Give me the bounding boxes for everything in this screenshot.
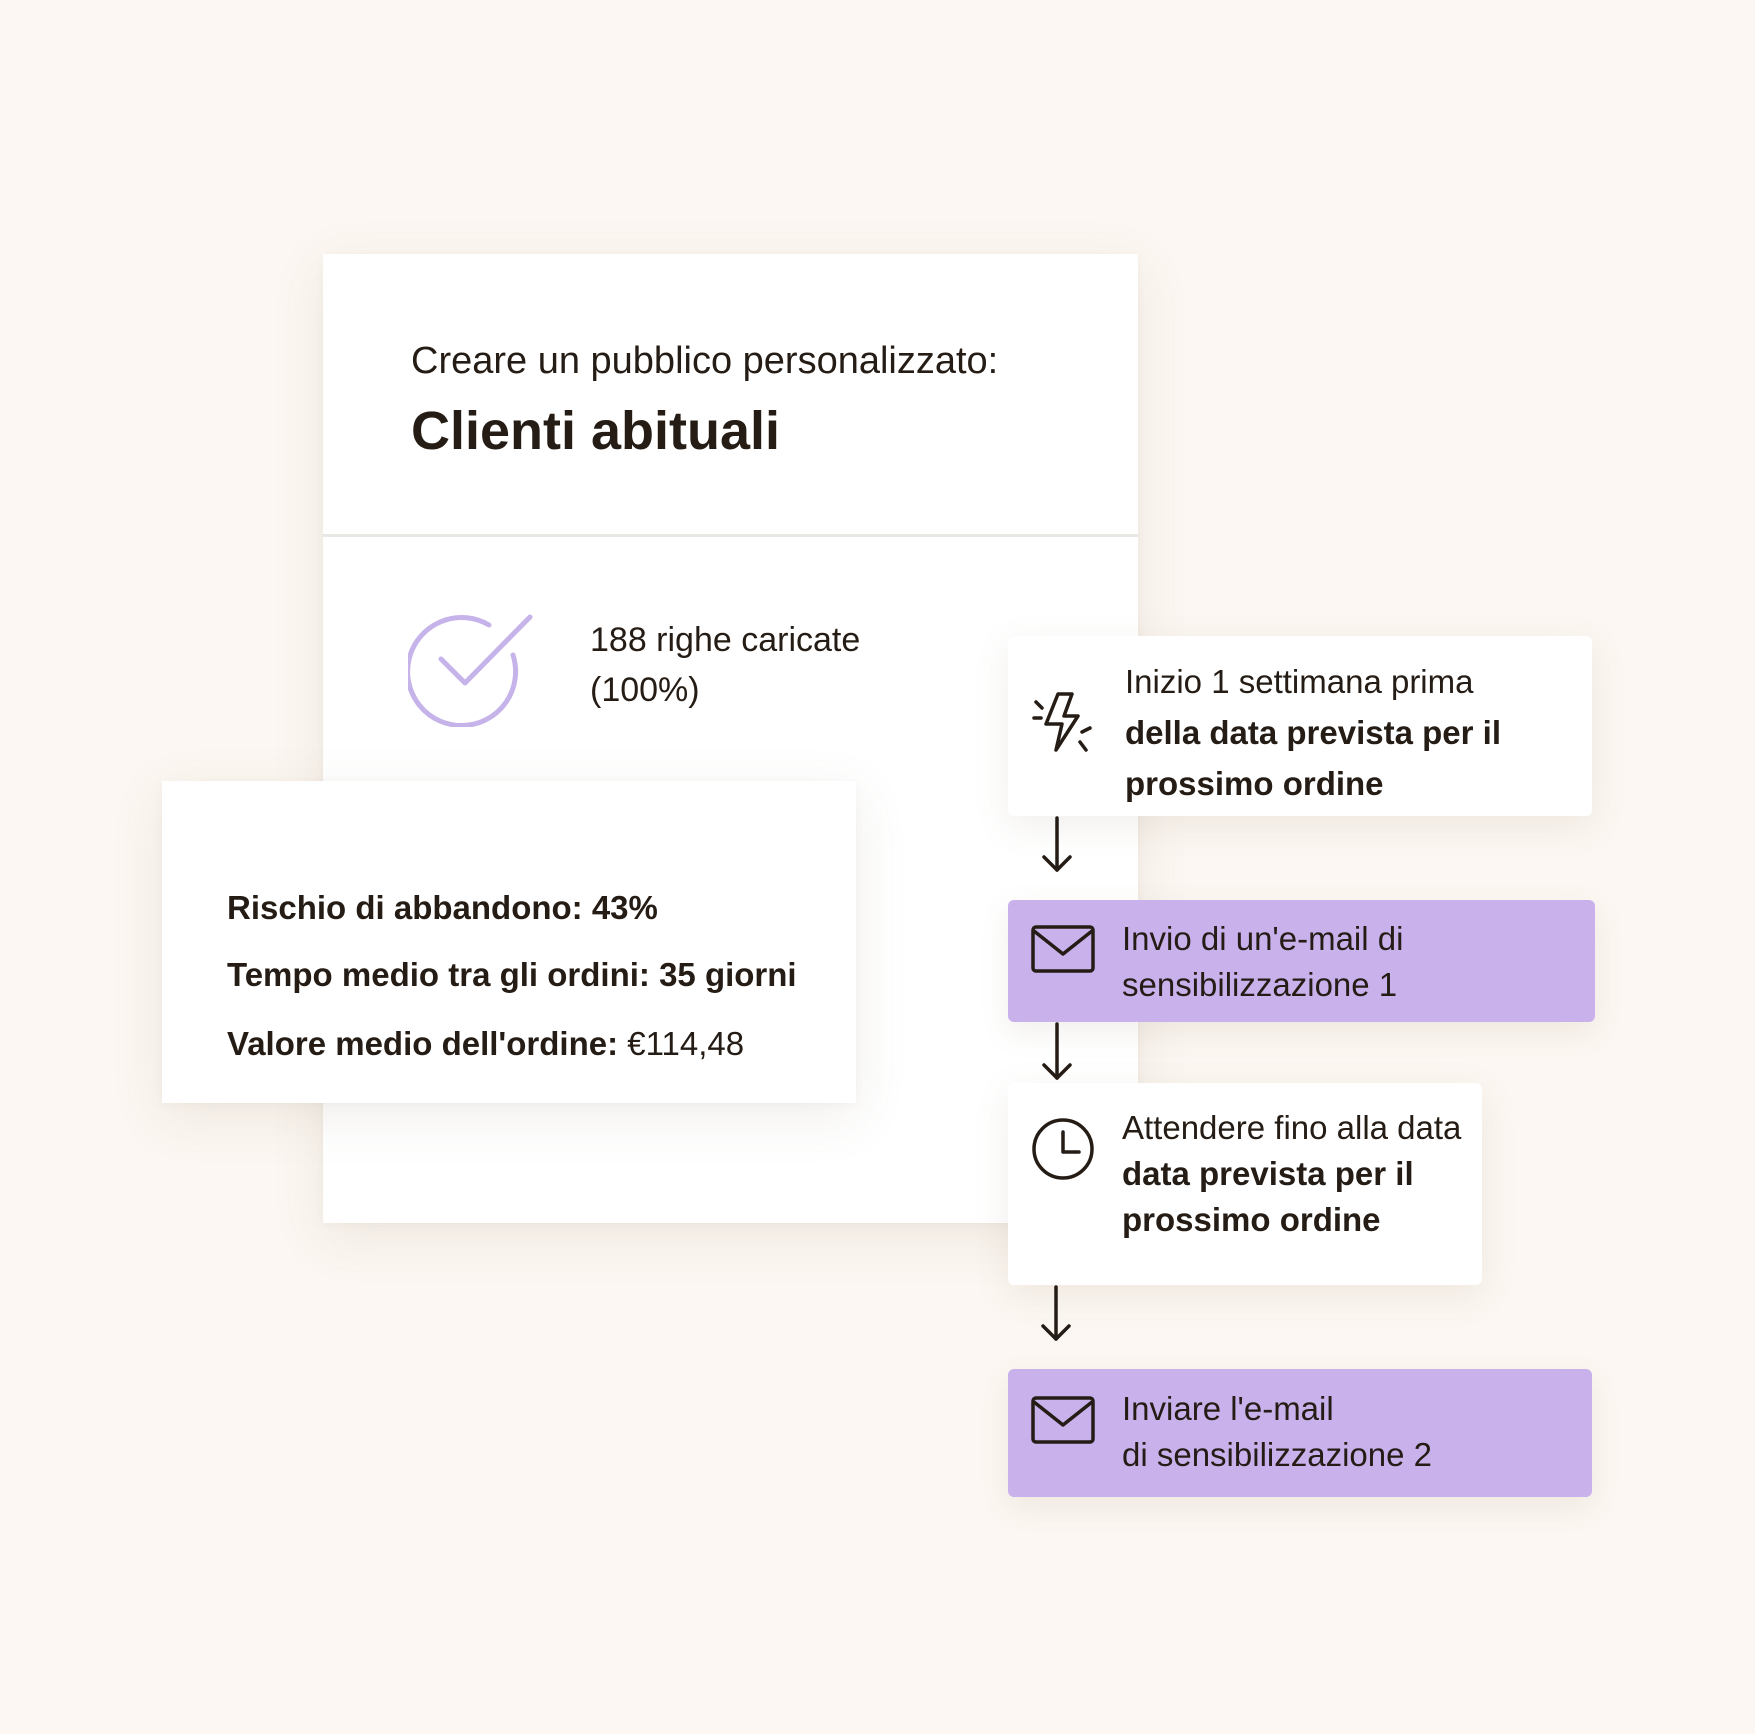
arrow-down-icon (1040, 1022, 1074, 1087)
email2-line2: di sensibilizzazione 2 (1122, 1436, 1433, 1473)
upload-status: 188 righe caricate (100%) (590, 615, 860, 715)
stat-value: €114,48 (627, 1025, 745, 1062)
trigger-text: Inizio 1 settimana prima della data prev… (1125, 656, 1501, 809)
upload-rows: 188 righe caricate (590, 621, 861, 659)
stat-avg-time: Tempo medio tra gli ordini: 35 giorni (227, 956, 797, 994)
stat-churn-risk: Rischio di abbandono: 43% (227, 889, 658, 927)
check-circle-icon (405, 601, 538, 732)
flow-step-email-2[interactable]: Inviare l'e-mail di sensibilizzazione 2 (1008, 1369, 1592, 1497)
stat-label: Tempo medio tra gli ordini: (227, 956, 650, 993)
trigger-line2: della data prevista per il (1125, 714, 1501, 751)
stat-value: 43% (591, 889, 658, 926)
email1-line1: Invio di un'e-mail di (1122, 920, 1404, 957)
trigger-line1: Inizio 1 settimana prima (1125, 663, 1474, 700)
audience-title: Clienti abituali (411, 401, 781, 461)
audience-subtitle: Creare un pubblico personalizzato: (411, 340, 999, 382)
clock-icon (1030, 1116, 1096, 1187)
email1-line2: sensibilizzazione 1 (1122, 966, 1398, 1003)
wait-line3: prossimo ordine (1122, 1201, 1381, 1238)
stat-label: Valore medio dell'ordine: (227, 1025, 619, 1062)
email1-text: Invio di un'e-mail di sensibilizzazione … (1122, 916, 1403, 1008)
lightning-icon (1032, 688, 1094, 763)
envelope-icon (1030, 1395, 1096, 1450)
email2-line1: Inviare l'e-mail (1122, 1390, 1334, 1427)
arrow-down-icon (1039, 1285, 1073, 1348)
flow-step-wait[interactable]: Attendere fino alla data data prevista p… (1008, 1083, 1482, 1285)
wait-line1: Attendere fino alla data (1122, 1109, 1462, 1146)
wait-line2: data prevista per il (1122, 1155, 1414, 1192)
flow-step-trigger[interactable]: Inizio 1 settimana prima della data prev… (1008, 636, 1592, 816)
envelope-icon (1030, 924, 1096, 979)
stat-avg-order-value: Valore medio dell'ordine: €114,48 (227, 1025, 744, 1063)
stat-value: 35 giorni (659, 956, 797, 993)
email2-text: Inviare l'e-mail di sensibilizzazione 2 (1122, 1386, 1432, 1478)
stats-card: Rischio di abbandono: 43% Tempo medio tr… (162, 781, 856, 1103)
upload-percent: (100%) (590, 671, 700, 709)
arrow-down-icon (1040, 816, 1074, 879)
stat-label: Rischio di abbandono: (227, 889, 583, 926)
wait-text: Attendere fino alla data data prevista p… (1122, 1105, 1461, 1243)
audience-card-header: Creare un pubblico personalizzato: Clien… (323, 254, 1138, 537)
trigger-line3: prossimo ordine (1125, 765, 1384, 802)
flow-step-email-1[interactable]: Invio di un'e-mail di sensibilizzazione … (1008, 900, 1595, 1022)
